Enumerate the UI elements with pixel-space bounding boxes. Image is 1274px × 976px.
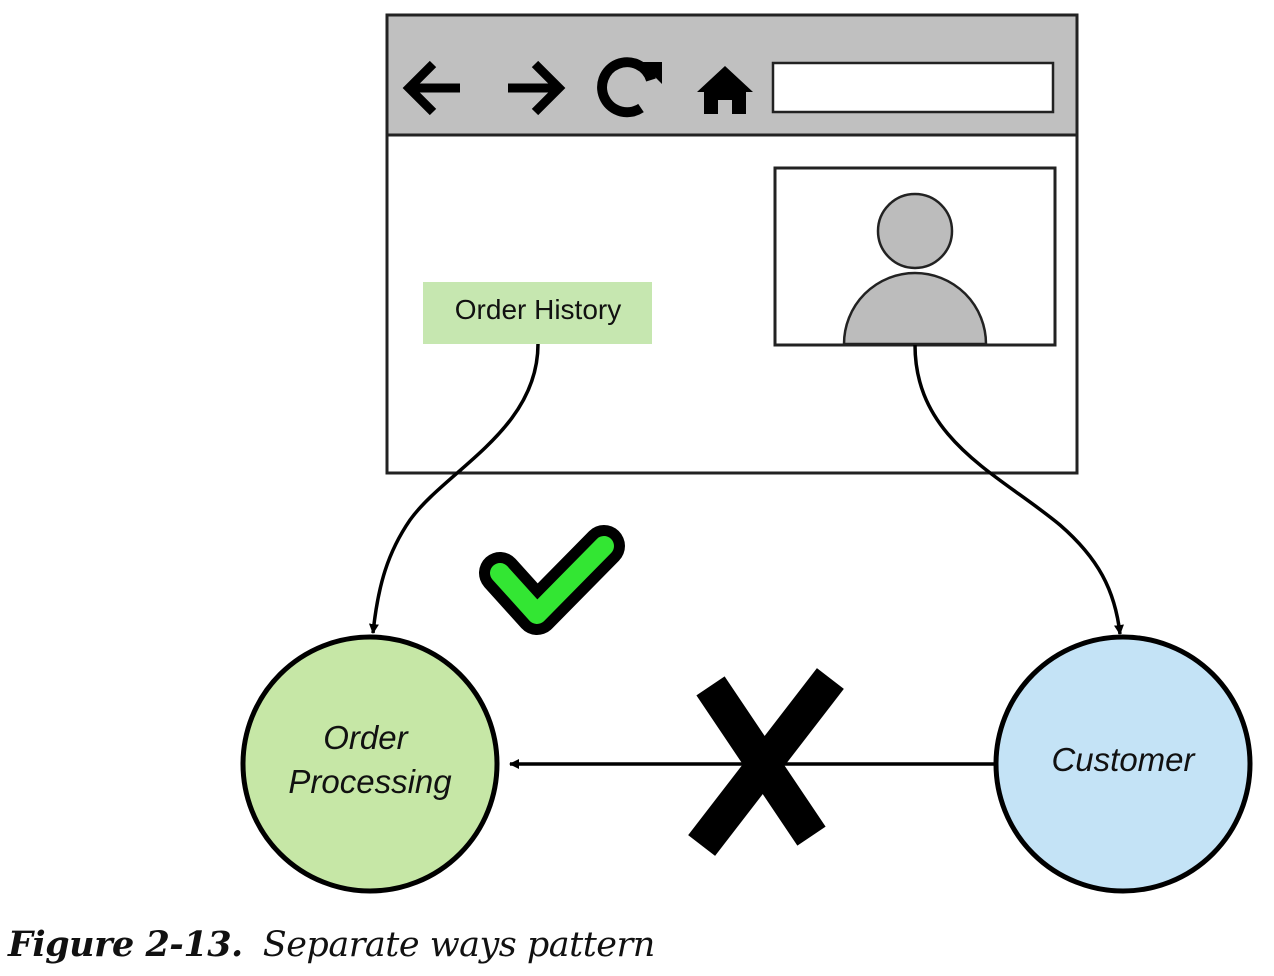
profile-to-customer-arrow [913, 344, 1124, 635]
figure-number: Figure 2-13. [8, 924, 243, 965]
refresh-icon[interactable] [597, 57, 662, 118]
order-history-label: Order History [455, 294, 621, 325]
profile-widget[interactable] [773, 166, 1057, 347]
order-processing-label-line1: Order [323, 719, 409, 756]
user-avatar-icon [842, 192, 988, 346]
order-processing-circle [240, 634, 500, 894]
back-arrow-icon[interactable] [402, 60, 460, 116]
customer-label: Customer [1051, 741, 1196, 778]
figure-caption: Figure 2-13. Separate ways pattern [8, 924, 655, 965]
order-processing-label-line2: Processing [288, 763, 452, 800]
forward-arrow-icon[interactable] [508, 60, 566, 116]
address-bar[interactable] [771, 61, 1055, 114]
figure-title: Separate ways pattern [262, 925, 656, 965]
checkmark-icon [479, 525, 625, 635]
order-history-to-order-processing-arrow [368, 343, 540, 634]
order-processing-label: Order Processing [288, 719, 452, 800]
browser-window: Order History [385, 13, 1079, 475]
cross-x-icon [688, 668, 844, 856]
home-icon[interactable] [697, 66, 753, 114]
order-processing-node[interactable]: Order Processing [240, 634, 500, 894]
order-history-widget[interactable]: Order History [423, 282, 652, 344]
customer-circle [993, 634, 1253, 894]
order-history-box [423, 282, 652, 344]
customer-node[interactable]: Customer [993, 634, 1253, 894]
